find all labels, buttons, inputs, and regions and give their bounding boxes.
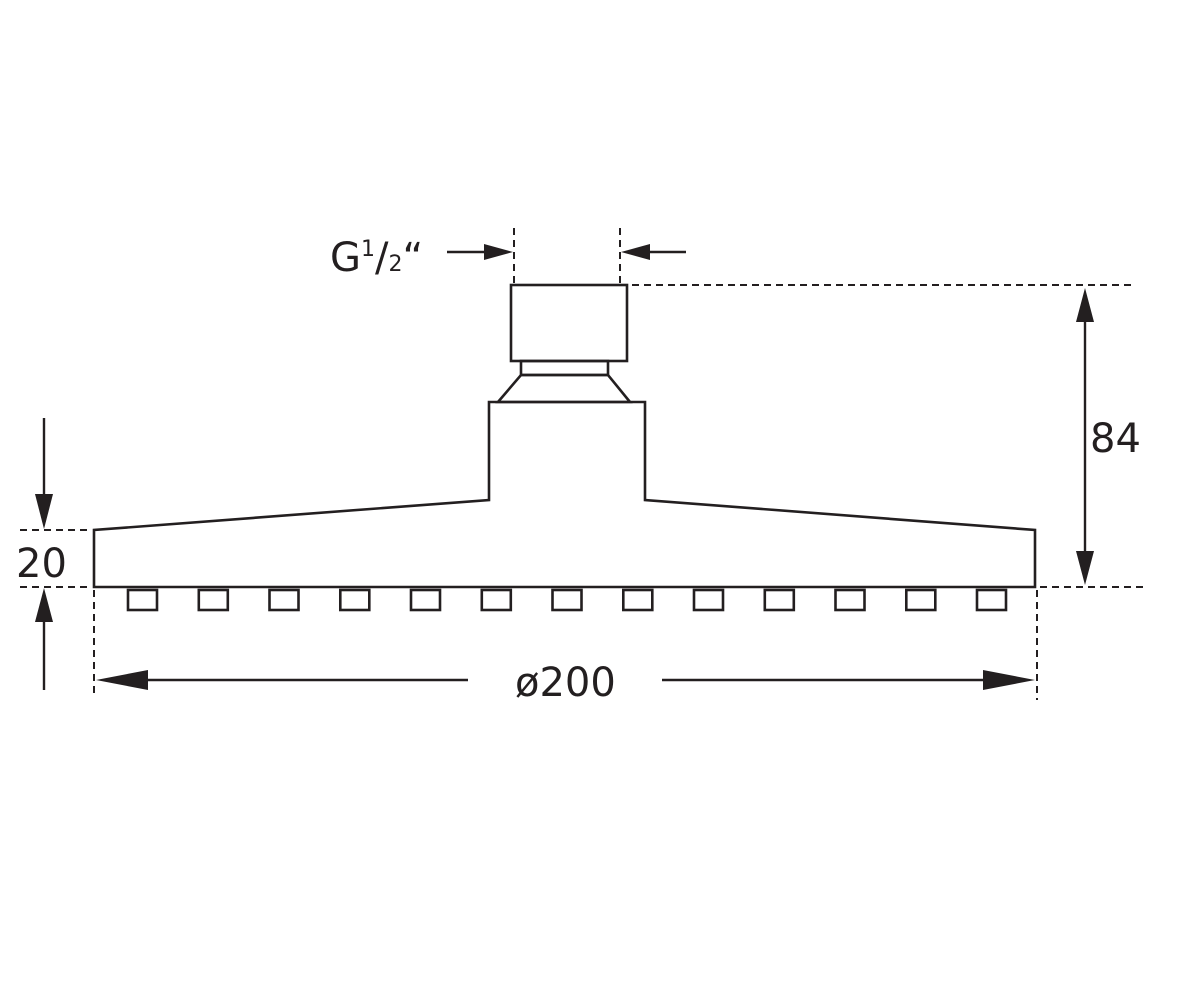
nozzle xyxy=(197,588,230,612)
thickness-dimension xyxy=(35,418,53,690)
thread-size-label: G1/2“ xyxy=(330,235,423,281)
collar-chamfer xyxy=(495,373,633,404)
thread-prefix: G xyxy=(330,235,361,281)
thread-dimension xyxy=(447,244,686,260)
nozzle xyxy=(834,588,866,612)
nozzle xyxy=(551,588,583,612)
nozzle xyxy=(904,588,937,612)
thread-slash: / xyxy=(375,235,389,281)
diameter-label: ø200 xyxy=(515,660,616,706)
nozzle xyxy=(268,588,300,612)
thickness-label: 20 xyxy=(16,541,67,587)
height-dimension xyxy=(1076,288,1094,585)
connector-nut xyxy=(509,283,629,363)
nozzle xyxy=(621,588,654,612)
nozzle xyxy=(480,588,513,612)
nozzle xyxy=(692,588,725,612)
thread-numerator: 1 xyxy=(361,237,375,262)
shower-head-body xyxy=(92,400,1037,589)
nozzle xyxy=(338,588,371,612)
height-label: 84 xyxy=(1090,416,1141,462)
collar-ring xyxy=(519,359,610,377)
nozzle xyxy=(763,588,796,612)
nozzle xyxy=(126,588,159,612)
nozzle-row xyxy=(126,588,1008,612)
thread-suffix: “ xyxy=(402,235,423,281)
nozzle xyxy=(409,588,442,612)
thread-denominator: 2 xyxy=(388,252,402,277)
nozzle xyxy=(975,588,1008,612)
diameter-dimension xyxy=(96,670,1035,690)
